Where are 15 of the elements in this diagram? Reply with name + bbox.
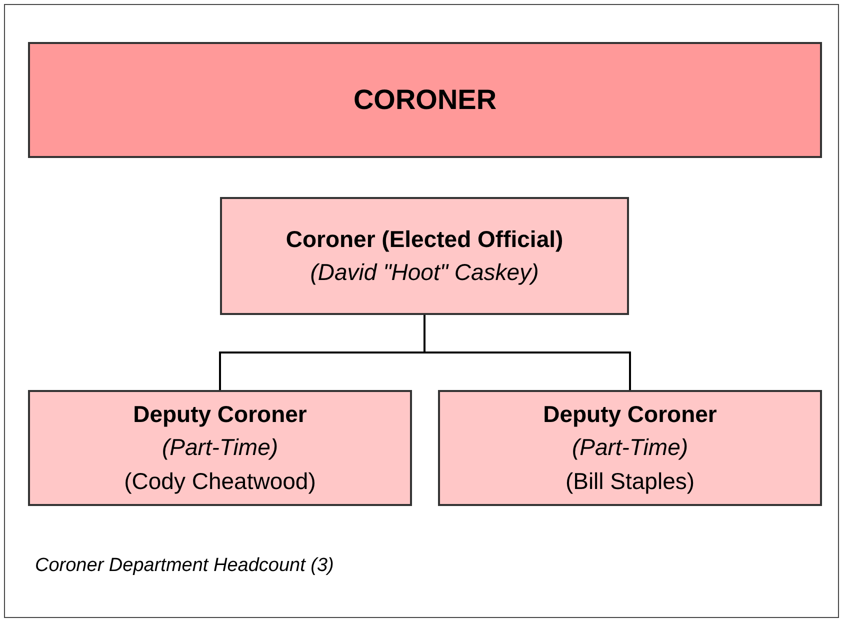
employment-type: (David "Hoot" Caskey) [310,258,539,287]
role-title: Deputy Coroner [543,400,717,429]
title-banner [28,42,822,158]
role-title: CORONER [353,82,497,117]
connector-line [424,315,631,390]
person-name: (Bill Staples) [565,466,695,496]
role-box [28,390,412,506]
employment-type: (Part-Time) [572,433,688,462]
role-box [438,390,822,506]
role-title: Coroner (Elected Official) [286,224,564,254]
role-title: Deputy Coroner [133,400,307,429]
employment-type: (Part-Time) [162,433,278,462]
person-name: (Cody Cheatwood) [124,466,316,496]
role-box [220,197,629,315]
caption: Coroner Department Headcount (3) [35,555,334,577]
